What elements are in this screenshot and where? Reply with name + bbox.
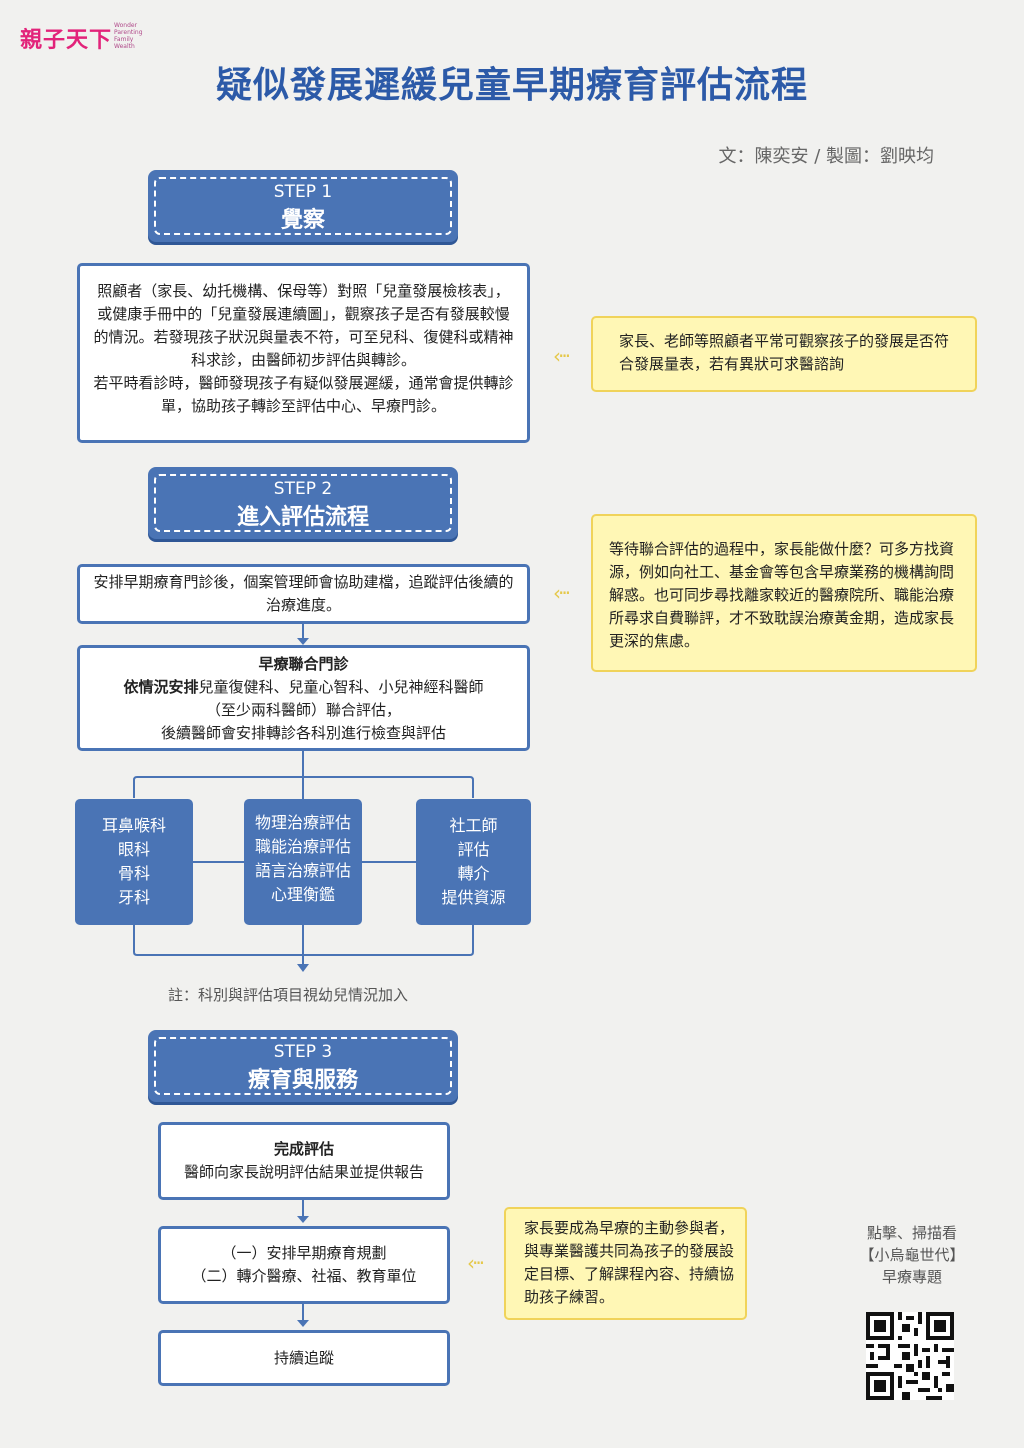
step-2-name: 進入評估流程 — [236, 505, 369, 530]
step-3-number: STEP 3 — [273, 1042, 333, 1062]
footnote: 註：科別與評估項目視幼兒情況加入 — [168, 986, 409, 1004]
note-arrow-2: ‹··· — [553, 581, 571, 605]
joint-clinic-line3: 後續醫師會安排轉診各科別進行檢查與評估 — [160, 724, 446, 742]
branch-specialists: 耳鼻喉科 眼科 骨科 牙科 — [75, 799, 193, 925]
evaluation-complete-title: 完成評估 — [273, 1140, 334, 1158]
brand-logo: 親子天下Wonder Parenting Family Wealth — [20, 22, 143, 53]
step-1-note: 家長、老師等照顧者平常可觀察孩子的發展是否符合發展量表，若有異狀可求醫諮詢 — [591, 316, 977, 392]
step-3-note: 家長要成為早療的主動參與者，與專業醫護共同為孩子的發展設定目標、了解課程內容、持… — [504, 1207, 747, 1320]
page-title: 疑似發展遲緩兒童早期療育評估流程 — [215, 65, 808, 106]
joint-clinic-lead: 依情況安排 — [123, 678, 199, 696]
intervention-plan-line1: （一）安排早期療育規劃 — [221, 1244, 387, 1262]
qr-code-icon[interactable] — [866, 1312, 954, 1400]
joint-clinic-line2: （至少兩科醫師）聯合評估， — [205, 701, 401, 719]
step-1-name: 覺察 — [280, 208, 325, 233]
credit-line: 文：陳奕安 / 製圖：劉映均 — [718, 146, 934, 167]
step-1-number: STEP 1 — [273, 182, 333, 202]
note-arrow-1: ‹··· — [553, 344, 571, 368]
step-3-header: STEP 3 療育與服務 — [148, 1030, 458, 1102]
intervention-plan-box: （一）安排早期療育規劃 （二）轉介醫療、社福、教育單位 — [158, 1226, 450, 1304]
case-manager-box: 安排早期療育門診後，個案管理師會協助建檔，追蹤評估後續的治療進度。 — [77, 564, 530, 624]
joint-clinic-title: 早療聯合門診 — [258, 655, 349, 673]
qr-caption: 點擊、掃描看 【小烏龜世代】 早療專題 — [859, 1224, 965, 1286]
intervention-plan-line2: （二）轉介醫療、社福、教育單位 — [191, 1267, 417, 1285]
follow-up-box: 持續追蹤 — [158, 1330, 450, 1386]
evaluation-complete-box: 完成評估 醫師向家長說明評估結果並提供報告 — [158, 1122, 450, 1200]
joint-clinic-departments: 兒童復健科、兒童心智科、小兒神經科醫師 — [198, 678, 484, 696]
branch-therapy-evaluations: 物理治療評估 職能治療評估 語言治療評估 心理衡鑑 — [244, 799, 362, 925]
step-1-description: 照顧者（家長、幼托機構、保母等）對照「兒童發展檢核表」，或健康手冊中的「兒童發展… — [77, 263, 530, 443]
step-2-note: 等待聯合評估的過程中，家長能做什麼？可多方找資源，例如向社工、基金會等包含早療業… — [591, 514, 977, 672]
evaluation-complete-text: 醫師向家長說明評估結果並提供報告 — [183, 1163, 424, 1181]
joint-clinic-box: 早療聯合門診 依情況安排兒童復健科、兒童心智科、小兒神經科醫師 （至少兩科醫師）… — [77, 645, 530, 751]
branch-social-worker: 社工師 評估 轉介 提供資源 — [416, 799, 531, 925]
step-1-header: STEP 1 覺察 — [148, 170, 458, 242]
step-3-name: 療育與服務 — [247, 1068, 358, 1093]
note-arrow-3: ‹··· — [467, 1251, 485, 1275]
step-2-number: STEP 2 — [273, 479, 333, 499]
step-2-header: STEP 2 進入評估流程 — [148, 467, 458, 539]
